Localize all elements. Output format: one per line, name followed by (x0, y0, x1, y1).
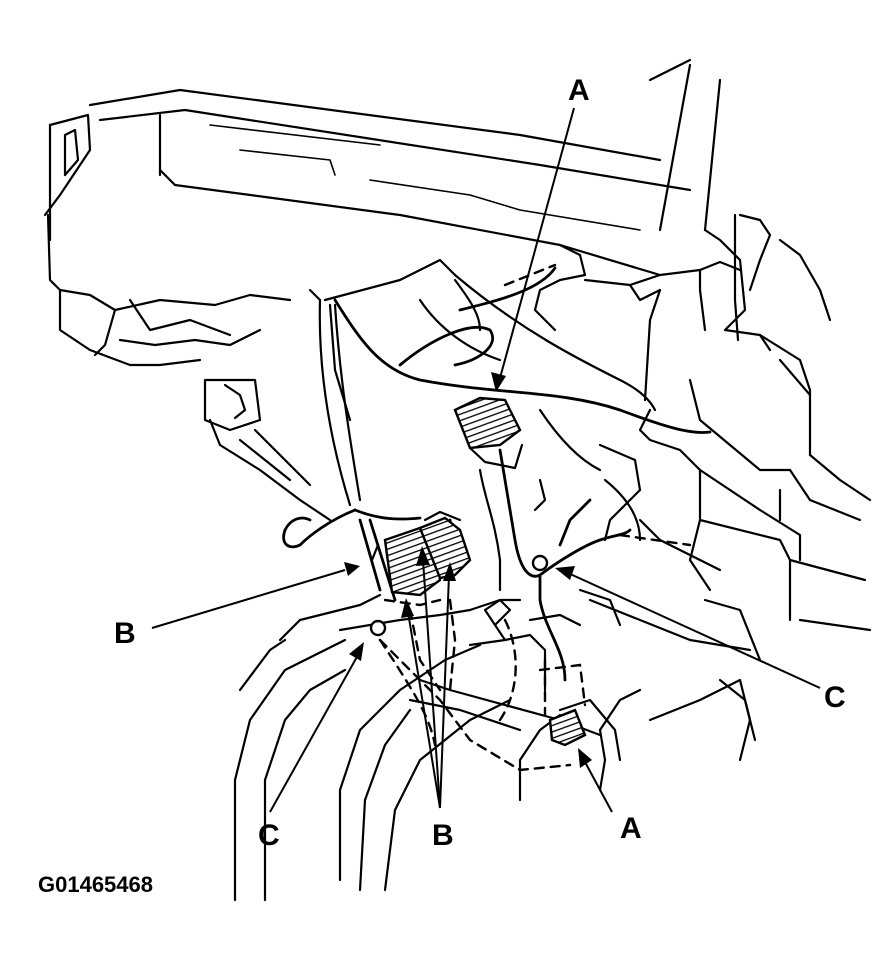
callout-c-bottom: C (258, 819, 280, 852)
clip-c-right (531, 554, 549, 572)
callout-a-top: A (568, 74, 590, 107)
connector-b-cluster (370, 510, 472, 597)
callout-b-bottom: B (432, 819, 454, 852)
connector-a-lower (548, 708, 587, 747)
callout-c-right: C (824, 681, 846, 714)
wire-harness (282, 266, 712, 682)
clip-c-left (369, 619, 387, 637)
connector-a-upper (453, 396, 524, 470)
body-structure (43, 58, 872, 902)
hidden-harness-routing (378, 263, 692, 772)
callout-b-left: B (114, 617, 136, 650)
callout-leaders (151, 107, 821, 813)
callout-a-bottom: A (620, 812, 642, 845)
figure-id: G01465468 (38, 872, 153, 897)
